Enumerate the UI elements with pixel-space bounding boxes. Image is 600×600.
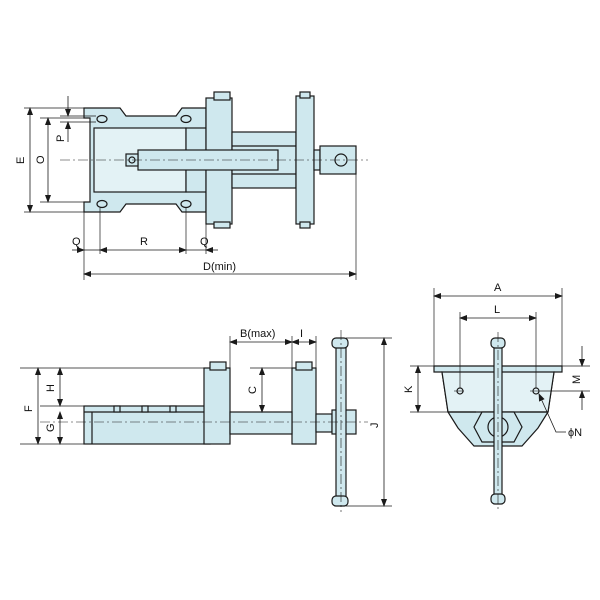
mount-hole-top-right	[180, 114, 192, 124]
dim-label-R: R	[140, 236, 148, 248]
dim-label-Q-left: Q	[72, 236, 81, 248]
dim-label-O: O	[35, 155, 47, 164]
dim-leader-N	[538, 393, 566, 433]
dim-label-K: K	[403, 385, 415, 393]
top-view: E O P Q R Q D(min)	[15, 91, 368, 280]
dim-label-M: M	[571, 375, 583, 384]
side-view: B(max) I J C H F G	[20, 328, 392, 512]
dim-label-P: P	[55, 135, 67, 142]
dim-label-E: E	[15, 157, 27, 164]
mount-hole-top-left	[96, 114, 108, 124]
side-view-fixed-jaw	[291, 367, 317, 445]
dim-label-B: B(max)	[240, 328, 275, 340]
top-view-fixed-jaw-step	[213, 91, 231, 101]
dim-label-J: J	[369, 423, 381, 429]
dim-label-Q-right: Q	[200, 236, 209, 248]
dim-label-A: A	[494, 282, 502, 294]
dim-label-I: I	[300, 328, 303, 340]
dim-label-L: L	[494, 304, 500, 316]
dim-label-C: C	[247, 386, 259, 394]
dim-label-N: ϕN	[568, 427, 582, 439]
side-view-movable-jaw	[203, 367, 231, 445]
dim-label-G: G	[45, 423, 57, 432]
mount-hole-bottom-left	[96, 199, 108, 209]
side-view-spindle	[229, 411, 293, 435]
front-view: A L K M ϕN	[403, 282, 590, 512]
dim-label-H: H	[45, 384, 57, 392]
mount-hole-bottom-right	[180, 199, 192, 209]
dim-label-D: D(min)	[203, 261, 236, 273]
top-view-fixed-jaw-step-bottom	[213, 221, 231, 229]
dim-label-F: F	[23, 405, 35, 412]
